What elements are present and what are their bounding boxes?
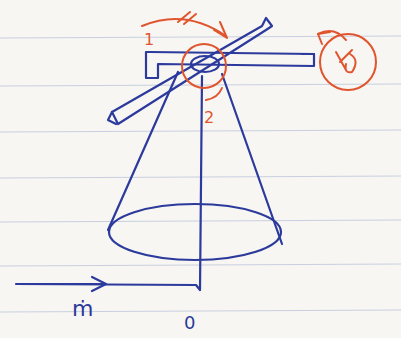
mass-flow-label: ṁ (72, 298, 93, 320)
notebook-lines (0, 36, 401, 312)
rotation-marks (142, 12, 376, 100)
point-label: 0 (184, 314, 195, 332)
sprinkler-arms (108, 18, 314, 124)
callout-number: 1 (144, 32, 154, 48)
callout-number: 2 (204, 110, 214, 126)
